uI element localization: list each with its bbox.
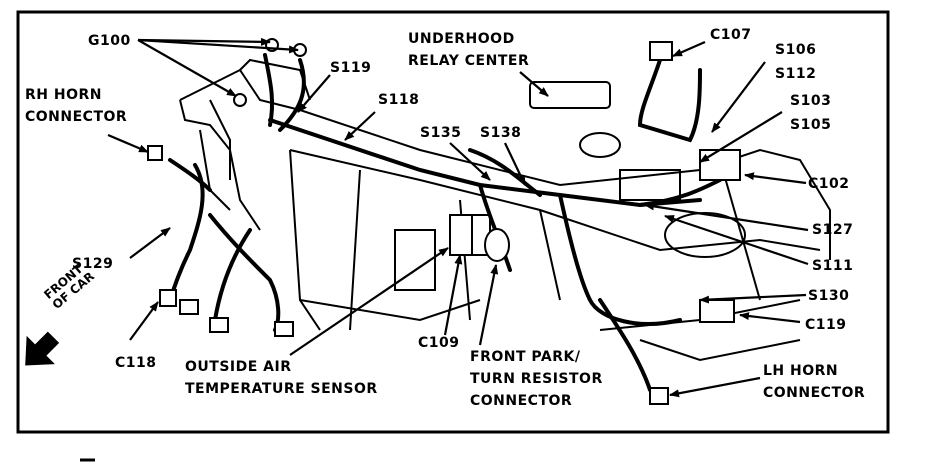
label-outside-air-line-2: TEMPERATURE SENSOR [185, 381, 378, 397]
label-s105: S105 [790, 117, 832, 133]
harness-end-connector-2 [179, 299, 199, 315]
label-s103: S103 [790, 93, 832, 109]
c107-connector [649, 41, 673, 61]
label-front-park-line-3: CONNECTOR [470, 393, 573, 409]
c102-connector [699, 149, 741, 181]
radiator-support-structure [179, 58, 831, 362]
label-underhood-line-1: UNDERHOOD [408, 31, 515, 47]
label-rh-horn-line-2: CONNECTOR [25, 109, 128, 125]
front-of-car-arrow [25, 331, 60, 366]
connectors [147, 38, 741, 405]
label-s138: S138 [480, 125, 522, 141]
label-s119: S119 [330, 60, 372, 76]
label-lh-horn-line-1: LH HORN [763, 363, 839, 379]
label-s135: S135 [420, 125, 462, 141]
label-rh-horn-connector: RH HORN CONNECTOR [25, 84, 127, 128]
label-underhood-line-2: RELAY CENTER [408, 53, 530, 69]
label-s127: S127 [812, 222, 854, 238]
c119-connector [699, 299, 735, 323]
label-lh-horn-connector: LH HORN CONNECTOR [763, 360, 865, 404]
label-c118: C118 [115, 355, 157, 371]
label-s111: S111 [812, 258, 854, 274]
c109-connector [449, 214, 473, 256]
lh-horn-connector-plug [649, 387, 669, 405]
label-s106: S106 [775, 42, 817, 58]
label-outside-air-temperature-sensor: OUTSIDE AIR TEMPERATURE SENSOR [185, 356, 378, 400]
label-c107: C107 [710, 27, 752, 43]
label-s118: S118 [378, 92, 420, 108]
label-s130: S130 [808, 288, 850, 304]
outside-air-sensor-connector [274, 321, 294, 337]
diagram-frame [16, 10, 890, 434]
leader-arrows [107, 37, 809, 398]
label-lh-horn-line-2: CONNECTOR [763, 385, 866, 401]
label-front-park-turn-resistor-connector: FRONT PARK/ TURN RESISTOR CONNECTOR [470, 346, 603, 412]
label-front-park-line-2: TURN RESISTOR [470, 371, 603, 387]
label-c102: C102 [808, 176, 850, 192]
label-s129: S129 [72, 256, 114, 272]
rh-horn-connector-plug [147, 145, 163, 161]
g100-ground-3 [233, 93, 247, 107]
harness-end-connector [209, 317, 229, 333]
c118-connector [159, 289, 177, 307]
label-rh-horn-line-1: RH HORN [25, 87, 102, 103]
label-g100: G100 [88, 33, 131, 49]
label-front-park-line-1: FRONT PARK/ [470, 349, 581, 365]
label-underhood-relay-center: UNDERHOOD RELAY CENTER [408, 28, 529, 72]
label-outside-air-line-1: OUTSIDE AIR [185, 359, 292, 375]
front-park-turn-resistor-connector-plug [484, 228, 510, 262]
label-c109: C109 [418, 335, 460, 351]
underhood-relay-center-box [529, 81, 611, 109]
label-c119: C119 [805, 317, 847, 333]
wiring-harness [168, 53, 722, 392]
label-s112: S112 [775, 66, 817, 82]
